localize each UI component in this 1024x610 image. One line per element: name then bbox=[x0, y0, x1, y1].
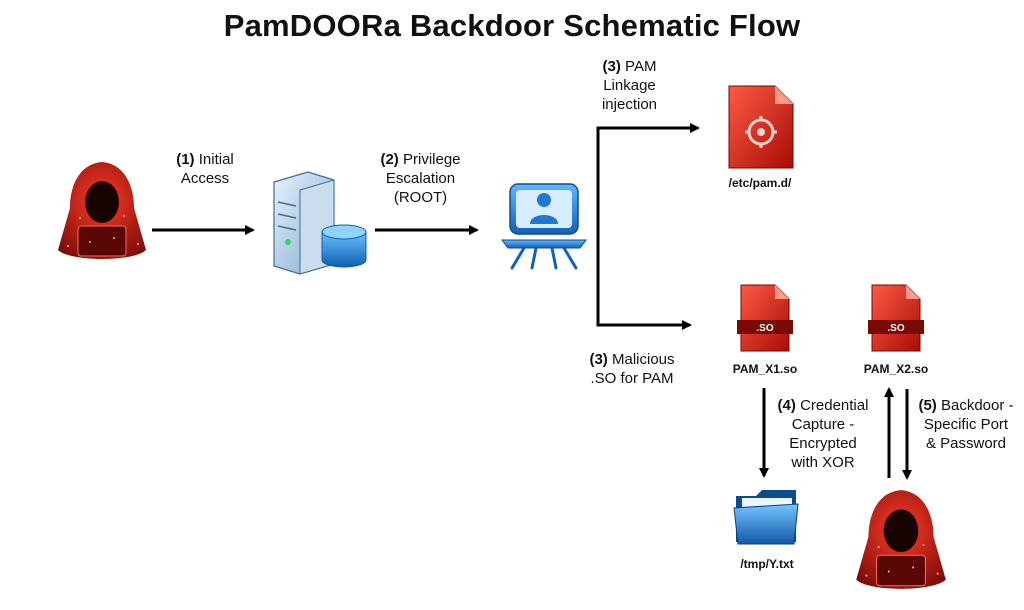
server-icon bbox=[273, 171, 367, 275]
step-pam-linkage-label: (3) PAM Linkage injection bbox=[601, 58, 658, 113]
tmp-file-caption: /tmp/Y.txt bbox=[740, 557, 794, 571]
so-file-icon: .SO bbox=[737, 284, 793, 352]
step-backdoor-label: (5) Backdoor - Specific Port & Password bbox=[918, 397, 1014, 452]
so-badge-1: .SO bbox=[756, 323, 773, 334]
pam-x2-caption: PAM_X2.so bbox=[863, 362, 929, 376]
step-malicious-so-label: (3) Malicious .SO for PAM bbox=[589, 351, 675, 387]
arrow-branch-malicious-so bbox=[596, 245, 692, 330]
step-privilege-escalation-label: (2) Privilege Escalation (ROOT) bbox=[380, 151, 461, 206]
so-file-icon: .SO bbox=[868, 284, 924, 352]
hacker-icon bbox=[58, 162, 146, 259]
pam-d-caption: /etc/pam.d/ bbox=[728, 176, 792, 190]
pam-x1-caption: PAM_X1.so bbox=[732, 362, 798, 376]
step-initial-access-label: (1) Initial Access bbox=[176, 151, 234, 187]
folder-icon bbox=[733, 490, 799, 545]
workstation-icon bbox=[501, 183, 587, 270]
config-file-icon bbox=[728, 85, 794, 169]
step-credential-capture-label: (4) Credential Capture - Encrypted with … bbox=[777, 397, 869, 471]
hacker-icon bbox=[856, 490, 946, 589]
arrow-branch-pam-linkage bbox=[596, 123, 700, 245]
so-badge-2: .SO bbox=[887, 323, 904, 334]
diagram-title: PamDOORa Backdoor Schematic Flow bbox=[223, 8, 801, 43]
